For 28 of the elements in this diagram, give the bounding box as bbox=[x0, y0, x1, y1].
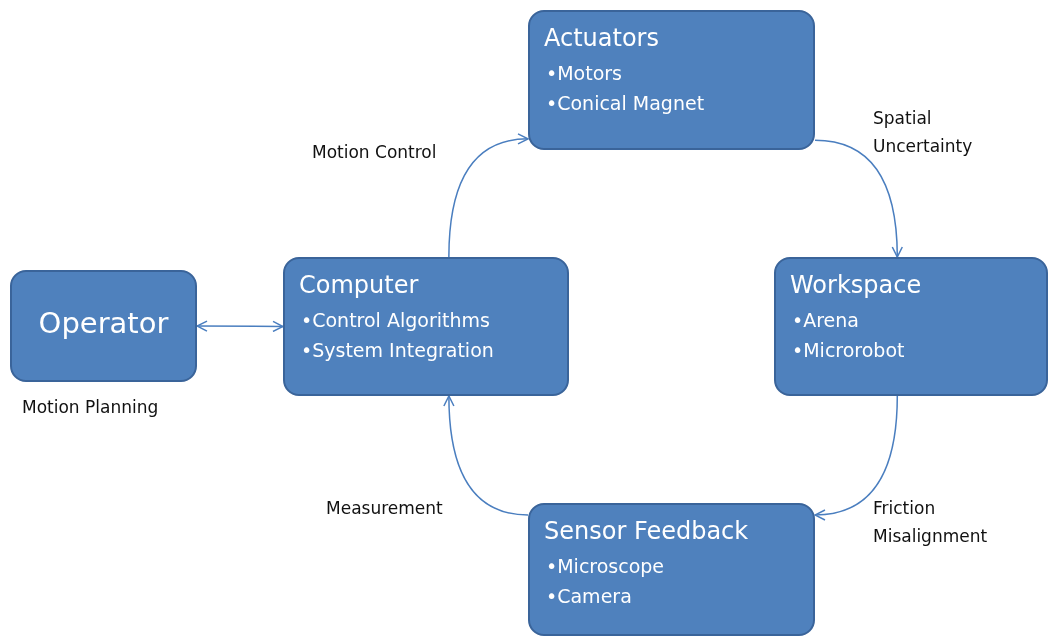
process-box bbox=[10, 270, 197, 382]
edge-label: Friction Misalignment bbox=[873, 497, 989, 548]
bullet-item: •Arena bbox=[792, 308, 860, 333]
edge-label: Spatial Uncertainty bbox=[873, 107, 974, 158]
box-title: Computer bbox=[299, 271, 419, 299]
bullet-item: •Camera bbox=[546, 584, 633, 609]
box-title: Sensor Feedback bbox=[544, 517, 749, 545]
process-box bbox=[283, 257, 569, 396]
bullet-item: •Conical Magnet bbox=[546, 91, 705, 116]
edge-label: Measurement bbox=[326, 497, 444, 520]
arrow bbox=[448, 133, 529, 258]
edge-label: Motion Control bbox=[312, 141, 438, 164]
box-title: Workspace bbox=[790, 271, 922, 299]
bullet-item: •System Integration bbox=[301, 338, 494, 363]
bullet-item: •Control Algorithms bbox=[301, 308, 491, 333]
process-box bbox=[528, 503, 815, 636]
box-title: Actuators bbox=[544, 24, 659, 52]
bullet-item: •Microrobot bbox=[792, 338, 905, 363]
arrow bbox=[196, 320, 284, 333]
arrow bbox=[814, 139, 903, 258]
arrow bbox=[814, 395, 899, 521]
arrow bbox=[443, 395, 529, 516]
box-title: Operator bbox=[38, 306, 169, 340]
node-caption: Motion Planning bbox=[22, 397, 159, 417]
bullet-item: •Microscope bbox=[546, 554, 665, 579]
bullet-item: •Motors bbox=[546, 61, 623, 86]
process-box bbox=[528, 10, 815, 150]
process-box bbox=[774, 257, 1048, 396]
